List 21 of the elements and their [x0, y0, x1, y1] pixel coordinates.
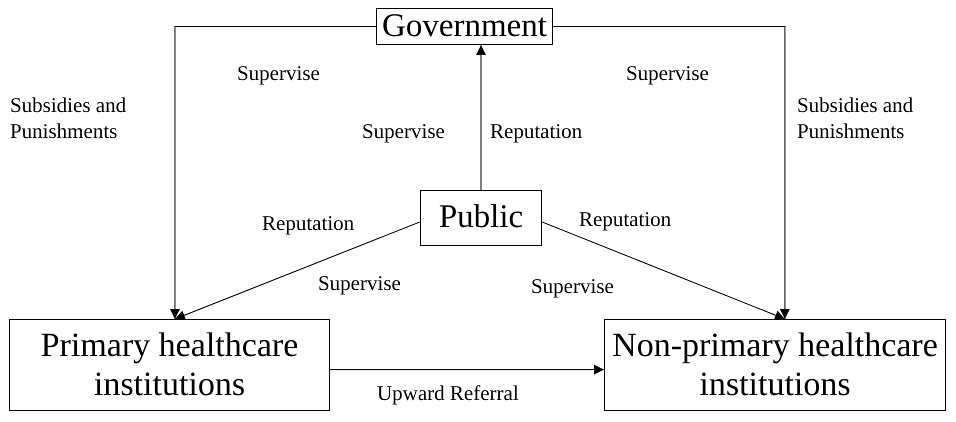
annotation-text: Reputation [579, 206, 672, 232]
annotation-text: Supervise [362, 118, 445, 144]
annotation-text: Subsidies and Punishments [10, 92, 128, 144]
arrow [542, 221, 786, 320]
edge-label: Reputation [490, 118, 582, 144]
process-box: Government [376, 8, 553, 45]
arrow [476, 44, 486, 190]
edge-label: Upward Referral [377, 380, 519, 406]
process-box: Primary healthcare institutions [9, 319, 330, 411]
process-box: Non-primary healthcare institutions [604, 319, 946, 411]
arrow [174, 221, 420, 320]
annotation-text: Subsidies and Punishments [797, 92, 914, 144]
process-box: Public [420, 190, 542, 246]
arrow [552, 26, 790, 320]
arrow [170, 26, 376, 320]
edge-label: Supervise [531, 273, 614, 300]
edge-label: Supervise [237, 60, 320, 86]
annotation-text: Reputation [262, 210, 354, 236]
arrow [330, 364, 604, 375]
edge-label: Supervise [626, 60, 709, 86]
edge-label: Supervise [318, 270, 401, 296]
